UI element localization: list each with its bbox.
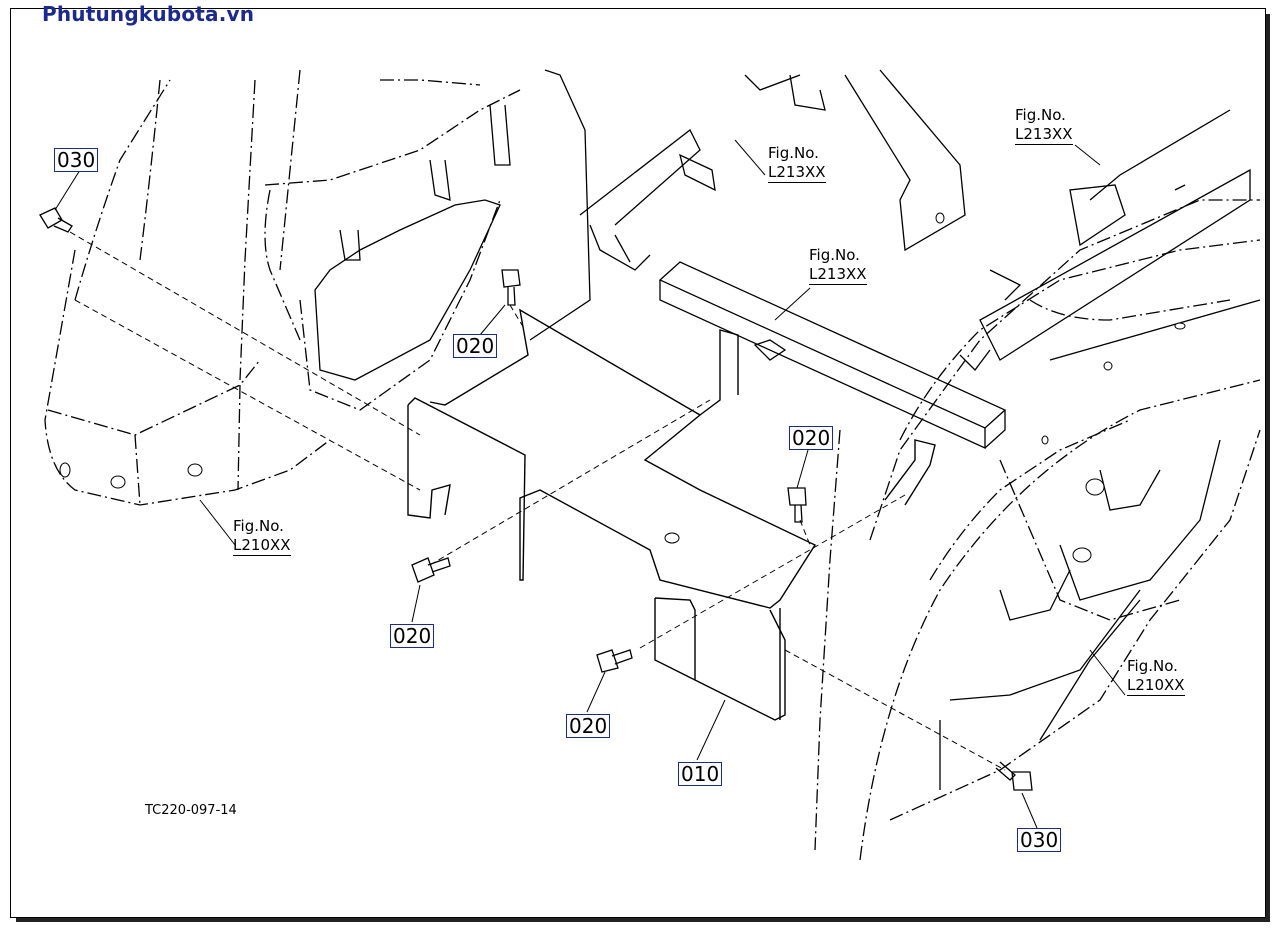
bolt-020-d: [596, 649, 633, 673]
left-panel: [314, 69, 591, 381]
bolt-020-c: [411, 557, 451, 583]
right-fender-inner: [939, 299, 1261, 790]
bolt-020-a: [501, 269, 521, 306]
upper-bracket: [579, 69, 966, 271]
fig-ref-top-right[interactable]: Fig.No. L213XX: [1015, 106, 1073, 145]
fig-ref-label: Fig.No.: [233, 517, 284, 535]
frame-shadow: [16, 918, 1270, 922]
frame-shadow: [1266, 14, 1270, 922]
bolt-030-right: [995, 761, 1033, 791]
callout-030-left[interactable]: 030: [54, 148, 99, 172]
fig-ref-right[interactable]: Fig.No. L210XX: [1127, 657, 1185, 696]
right-fender: [814, 199, 1261, 861]
fig-ref-code: L210XX: [1127, 676, 1185, 696]
bolt-030-left: [39, 207, 73, 233]
callout-020-bottom[interactable]: 020: [566, 714, 611, 738]
callout-020-right[interactable]: 020: [789, 426, 834, 450]
fig-ref-code: L210XX: [233, 536, 291, 556]
callout-020-top[interactable]: 020: [453, 334, 498, 358]
fig-ref-center[interactable]: Fig.No. L213XX: [809, 246, 867, 285]
fig-ref-label: Fig.No.: [1015, 106, 1066, 124]
fig-ref-code: L213XX: [1015, 125, 1073, 145]
fig-ref-label: Fig.No.: [768, 144, 819, 162]
holes: [59, 212, 1186, 563]
right-upper-frame: [959, 109, 1251, 371]
bolt-020-b: [787, 487, 807, 523]
rear-frame-beam: [658, 261, 1007, 450]
fig-ref-label: Fig.No.: [1127, 657, 1178, 675]
drawing-id: TC220-097-14: [145, 803, 237, 818]
bolt-paths: [69, 231, 1006, 771]
callout-010[interactable]: 010: [678, 762, 723, 786]
fig-ref-top-center[interactable]: Fig.No. L213XX: [768, 144, 826, 183]
leader-lines: [54, 139, 1126, 829]
fig-ref-code: L213XX: [809, 265, 867, 285]
callout-020-left[interactable]: 020: [390, 624, 435, 648]
site-brand: Phutungkubota.vn: [42, 2, 255, 26]
main-bracket-010: [407, 308, 936, 721]
callout-030-right[interactable]: 030: [1017, 828, 1062, 852]
left-fender: [44, 69, 521, 506]
fig-ref-label: Fig.No.: [809, 246, 860, 264]
fig-ref-left[interactable]: Fig.No. L210XX: [233, 517, 291, 556]
fig-ref-code: L213XX: [768, 163, 826, 183]
